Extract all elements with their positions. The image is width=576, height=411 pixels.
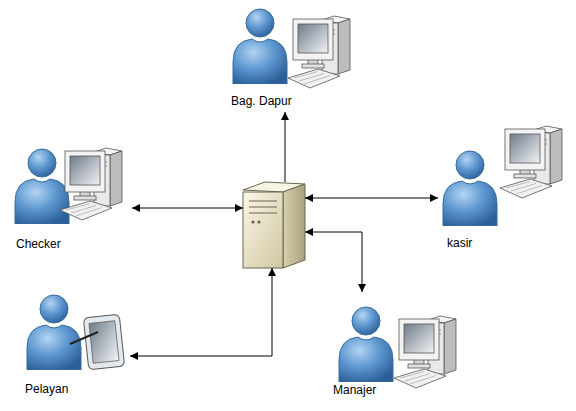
manager-workstation: Manajer [330, 292, 464, 404]
connector-arrow [130, 268, 272, 356]
node-label: Bag. Dapur [231, 94, 292, 109]
node-label: Checker [16, 237, 61, 252]
waiter-tablet: Pelayan [20, 290, 130, 402]
connector-arrow [305, 198, 438, 199]
node-label: kasir [447, 236, 472, 251]
node-label: Manajer [333, 383, 376, 398]
cashier-workstation: kasir [438, 120, 570, 253]
server-node [243, 182, 305, 268]
checker-workstation: Checker [8, 146, 132, 254]
node-label: Pelayan [25, 382, 68, 397]
connector-arrow [285, 112, 286, 182]
kitchen-workstation: Bag. Dapur [222, 8, 354, 112]
connector-arrow [305, 232, 362, 292]
connector-arrow [132, 208, 243, 209]
